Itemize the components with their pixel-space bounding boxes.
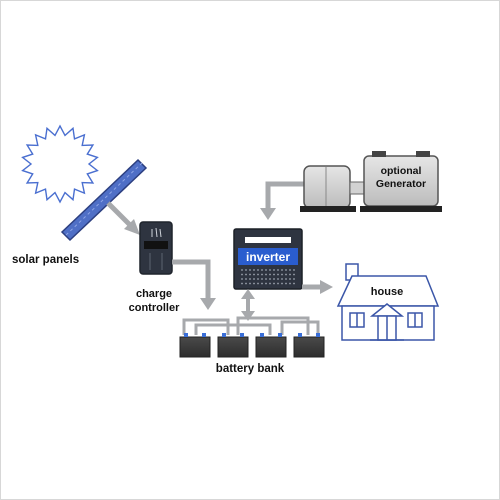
battery-terminal <box>260 333 264 337</box>
vent-dot <box>293 273 295 276</box>
vent-dot <box>261 278 263 280</box>
vent-dot <box>261 282 263 285</box>
vent-dot <box>249 282 251 285</box>
vent-dot <box>265 282 267 285</box>
vent-dot <box>269 282 271 285</box>
charge-controller-icon <box>139 221 173 275</box>
battery-terminal <box>298 333 302 337</box>
battery-terminal <box>278 333 282 337</box>
battery-icon <box>179 333 211 358</box>
vent-dot <box>249 278 251 280</box>
vent-dot <box>269 269 271 271</box>
sun-icon <box>21 124 99 204</box>
vent-dot <box>261 273 263 276</box>
charge-controller-label-line2: controller <box>129 302 180 314</box>
vent-dot <box>273 278 275 280</box>
vent-dot <box>265 273 267 276</box>
wire-controller-to-batteries <box>172 259 216 310</box>
vent-dot <box>257 269 259 271</box>
vent-dot <box>289 273 291 276</box>
vent-dot <box>281 273 283 276</box>
vent-dot <box>277 278 279 280</box>
generator-label-line2: Generator <box>376 178 426 190</box>
vent-dot <box>253 278 255 280</box>
vent-dot <box>269 273 271 276</box>
battery-terminal <box>202 333 206 337</box>
vent-dot <box>277 273 279 276</box>
vent-dot <box>273 269 275 271</box>
vent-dot <box>257 282 259 285</box>
battery-bank-label: battery bank <box>216 363 285 375</box>
vent-dot <box>265 278 267 280</box>
vent-dot <box>293 269 295 271</box>
battery-icon <box>293 333 325 358</box>
vent-dot <box>261 269 263 271</box>
wire-inverter-to-house <box>302 280 333 294</box>
vent-dot <box>257 273 259 276</box>
vent-dot <box>285 278 287 280</box>
house-icon <box>336 263 440 341</box>
vent-dot <box>269 278 271 280</box>
wire-panel-to-controller <box>106 201 140 235</box>
battery-terminal <box>222 333 226 337</box>
vent-dot <box>293 278 295 280</box>
house-label: house <box>371 286 403 298</box>
generator-icon: optional Generator <box>300 151 442 212</box>
vent-dot <box>241 282 243 285</box>
vent-dot <box>245 278 247 280</box>
vent-dot <box>265 269 267 271</box>
vent-dot <box>293 282 295 285</box>
vent-dot <box>273 273 275 276</box>
vent-dot <box>253 273 255 276</box>
solar-panel-icon <box>60 158 148 242</box>
vent-dot <box>289 278 291 280</box>
vent-dot <box>257 278 259 280</box>
vent-dot <box>249 273 251 276</box>
battery-icon <box>217 333 249 358</box>
vent-dot <box>241 269 243 271</box>
battery-terminal <box>240 333 244 337</box>
vent-dot <box>241 273 243 276</box>
battery-terminal <box>184 333 188 337</box>
vent-dot <box>245 269 247 271</box>
vent-dot <box>285 269 287 271</box>
vent-dot <box>241 278 243 280</box>
vent-dot <box>245 282 247 285</box>
battery-wiring <box>182 316 320 335</box>
vent-dot <box>281 278 283 280</box>
vent-dot <box>289 269 291 271</box>
vent-dot <box>285 273 287 276</box>
vent-dot <box>253 269 255 271</box>
vent-dot <box>253 282 255 285</box>
battery-icon <box>255 333 287 358</box>
vent-dot <box>289 282 291 285</box>
charge-controller-label-line1: charge <box>136 288 172 300</box>
vent-dot <box>285 282 287 285</box>
vent-dot <box>281 269 283 271</box>
inverter-icon: inverter <box>233 228 303 290</box>
vent-dot <box>277 269 279 271</box>
battery-terminal <box>316 333 320 337</box>
vent-dot <box>277 282 279 285</box>
solar-panels-label: solar panels <box>12 254 79 266</box>
wire-inverter-batteries <box>241 289 255 321</box>
vent-dot <box>273 282 275 285</box>
vent-dot <box>245 273 247 276</box>
wire-generator-to-inverter <box>260 181 306 220</box>
inverter-label: inverter <box>246 250 290 264</box>
vent-dot <box>249 269 251 271</box>
battery-bank-group <box>179 333 325 358</box>
vent-dot <box>281 282 283 285</box>
generator-label-line1: optional <box>381 165 422 177</box>
